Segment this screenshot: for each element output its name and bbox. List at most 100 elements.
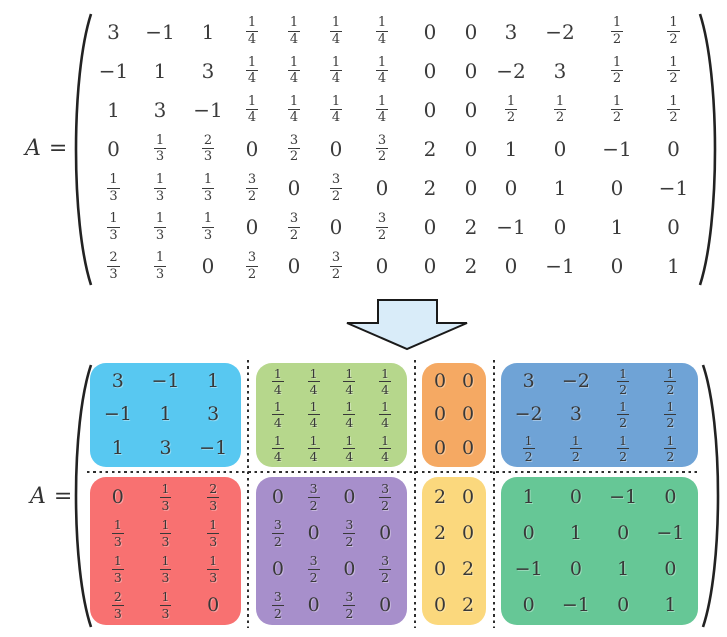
matrix-cell: 0	[523, 596, 535, 615]
matrix-cell: 0	[407, 51, 453, 90]
matrix-cell: 1	[617, 560, 629, 579]
fraction: 23	[107, 251, 119, 281]
matrix-cell: −1	[199, 439, 227, 458]
fraction: 12	[664, 400, 676, 429]
matrix-block-22: 032032320320032032320320	[256, 477, 407, 625]
matrix-cell: 14	[231, 51, 273, 90]
fraction-denominator: 4	[310, 415, 318, 429]
fraction-denominator: 2	[248, 189, 256, 204]
matrix-cell: 1	[185, 12, 231, 51]
fraction-numerator: 1	[570, 434, 582, 449]
fraction-denominator: 4	[381, 382, 389, 396]
fraction-denominator: 4	[290, 110, 298, 125]
matrix-block-11: 3−11−11313−1	[90, 363, 241, 467]
fraction: 32	[330, 251, 342, 281]
fraction-denominator: 4	[274, 415, 282, 429]
fraction-numerator: 1	[288, 95, 300, 111]
fraction-denominator: 2	[666, 449, 674, 463]
matrix-cell: −2	[562, 372, 590, 391]
fraction: 13	[154, 134, 166, 164]
fraction-numerator: 1	[376, 95, 388, 111]
fraction: 12	[667, 56, 679, 86]
fraction: 14	[272, 367, 284, 396]
fraction-numerator: 1	[288, 16, 300, 32]
matrix-cell: 0	[231, 208, 273, 247]
fraction: 14	[288, 56, 300, 86]
matrix-cell: 32	[308, 554, 320, 583]
matrix-cell: 2	[453, 247, 489, 286]
fraction-numerator: 2	[202, 134, 214, 150]
fraction-denominator: 2	[525, 449, 533, 463]
matrix-cell: 0	[453, 12, 489, 51]
matrix-cell: 12	[664, 400, 676, 429]
matrix-cell: 0	[272, 560, 284, 579]
fraction-denominator: 2	[507, 110, 515, 125]
fraction: 23	[112, 590, 124, 619]
matrix-cell: 23	[112, 590, 124, 619]
fraction-denominator: 4	[378, 71, 386, 86]
fraction-numerator: 1	[288, 56, 300, 72]
fraction-denominator: 3	[109, 228, 117, 243]
matrix-cell: 0	[664, 560, 676, 579]
fraction: 14	[330, 16, 342, 46]
matrix-block-24: 10−10010−1−10100−101	[501, 477, 698, 625]
fraction: 13	[160, 518, 172, 547]
fraction-denominator: 3	[114, 606, 122, 620]
matrix-cell: 32	[272, 518, 284, 547]
fraction-denominator: 4	[378, 32, 386, 47]
matrix-cell: 14	[231, 12, 273, 51]
matrix-cell: 12	[570, 434, 582, 463]
matrix-cell: 3	[159, 439, 171, 458]
fraction-denominator: 3	[162, 570, 170, 584]
fraction-denominator: 2	[556, 110, 564, 125]
matrix-cell: 0	[533, 129, 587, 168]
fraction: 32	[246, 173, 258, 203]
fraction-denominator: 2	[666, 415, 674, 429]
matrix-cell: −1	[185, 90, 231, 129]
down-arrow-icon	[346, 299, 468, 351]
fraction-denominator: 2	[381, 498, 389, 512]
matrix-cell: 0	[617, 596, 629, 615]
matrix-cell: 0	[434, 372, 446, 391]
matrix-cell: 13	[160, 554, 172, 583]
block-matrix-equation: A= 3−11−11313−1 141414141414141414141414…	[0, 362, 727, 637]
matrix-block-13: 000000	[422, 363, 486, 467]
matrix-cell: 23	[92, 247, 135, 286]
matrix-cell: 3	[92, 12, 135, 51]
fraction-denominator: 2	[310, 570, 318, 584]
matrix-cell: 13	[160, 482, 172, 511]
fraction-denominator: 2	[248, 267, 256, 282]
matrix-cell: 14	[308, 367, 320, 396]
fraction-denominator: 4	[345, 382, 353, 396]
matrix-cell: −1	[92, 51, 135, 90]
matrix-cell: 0	[379, 524, 391, 543]
fraction: 32	[288, 212, 300, 242]
matrix-cell: 14	[273, 12, 315, 51]
matrix-cell: 0	[207, 596, 219, 615]
matrix-cell: 0	[462, 439, 474, 458]
fraction-numerator: 1	[160, 518, 172, 533]
fraction-numerator: 1	[272, 400, 284, 415]
matrix-cell: 0	[462, 372, 474, 391]
fraction-denominator: 3	[156, 189, 164, 204]
fraction-numerator: 1	[343, 434, 355, 449]
matrix-cell: 32	[343, 590, 355, 619]
matrix-cell: 0	[489, 169, 533, 208]
matrix-cell: 32	[343, 518, 355, 547]
matrix-cell: −1	[587, 129, 647, 168]
fraction: 14	[308, 434, 320, 463]
fraction-denominator: 3	[109, 189, 117, 204]
matrix-cell: 13	[112, 518, 124, 547]
fraction-denominator: 3	[156, 267, 164, 282]
fraction-numerator: 1	[107, 212, 119, 228]
fraction: 14	[343, 434, 355, 463]
matrix-cell: −1	[533, 247, 587, 286]
matrix-block-23: 20200202	[422, 477, 486, 625]
matrix-cell: 14	[357, 12, 407, 51]
fraction-numerator: 1	[154, 173, 166, 189]
matrix-cell: 0	[315, 129, 357, 168]
fraction: 13	[112, 554, 124, 583]
block-divider-vertical-2	[414, 360, 416, 628]
matrix-cell: 32	[308, 482, 320, 511]
fraction-numerator: 1	[343, 367, 355, 382]
